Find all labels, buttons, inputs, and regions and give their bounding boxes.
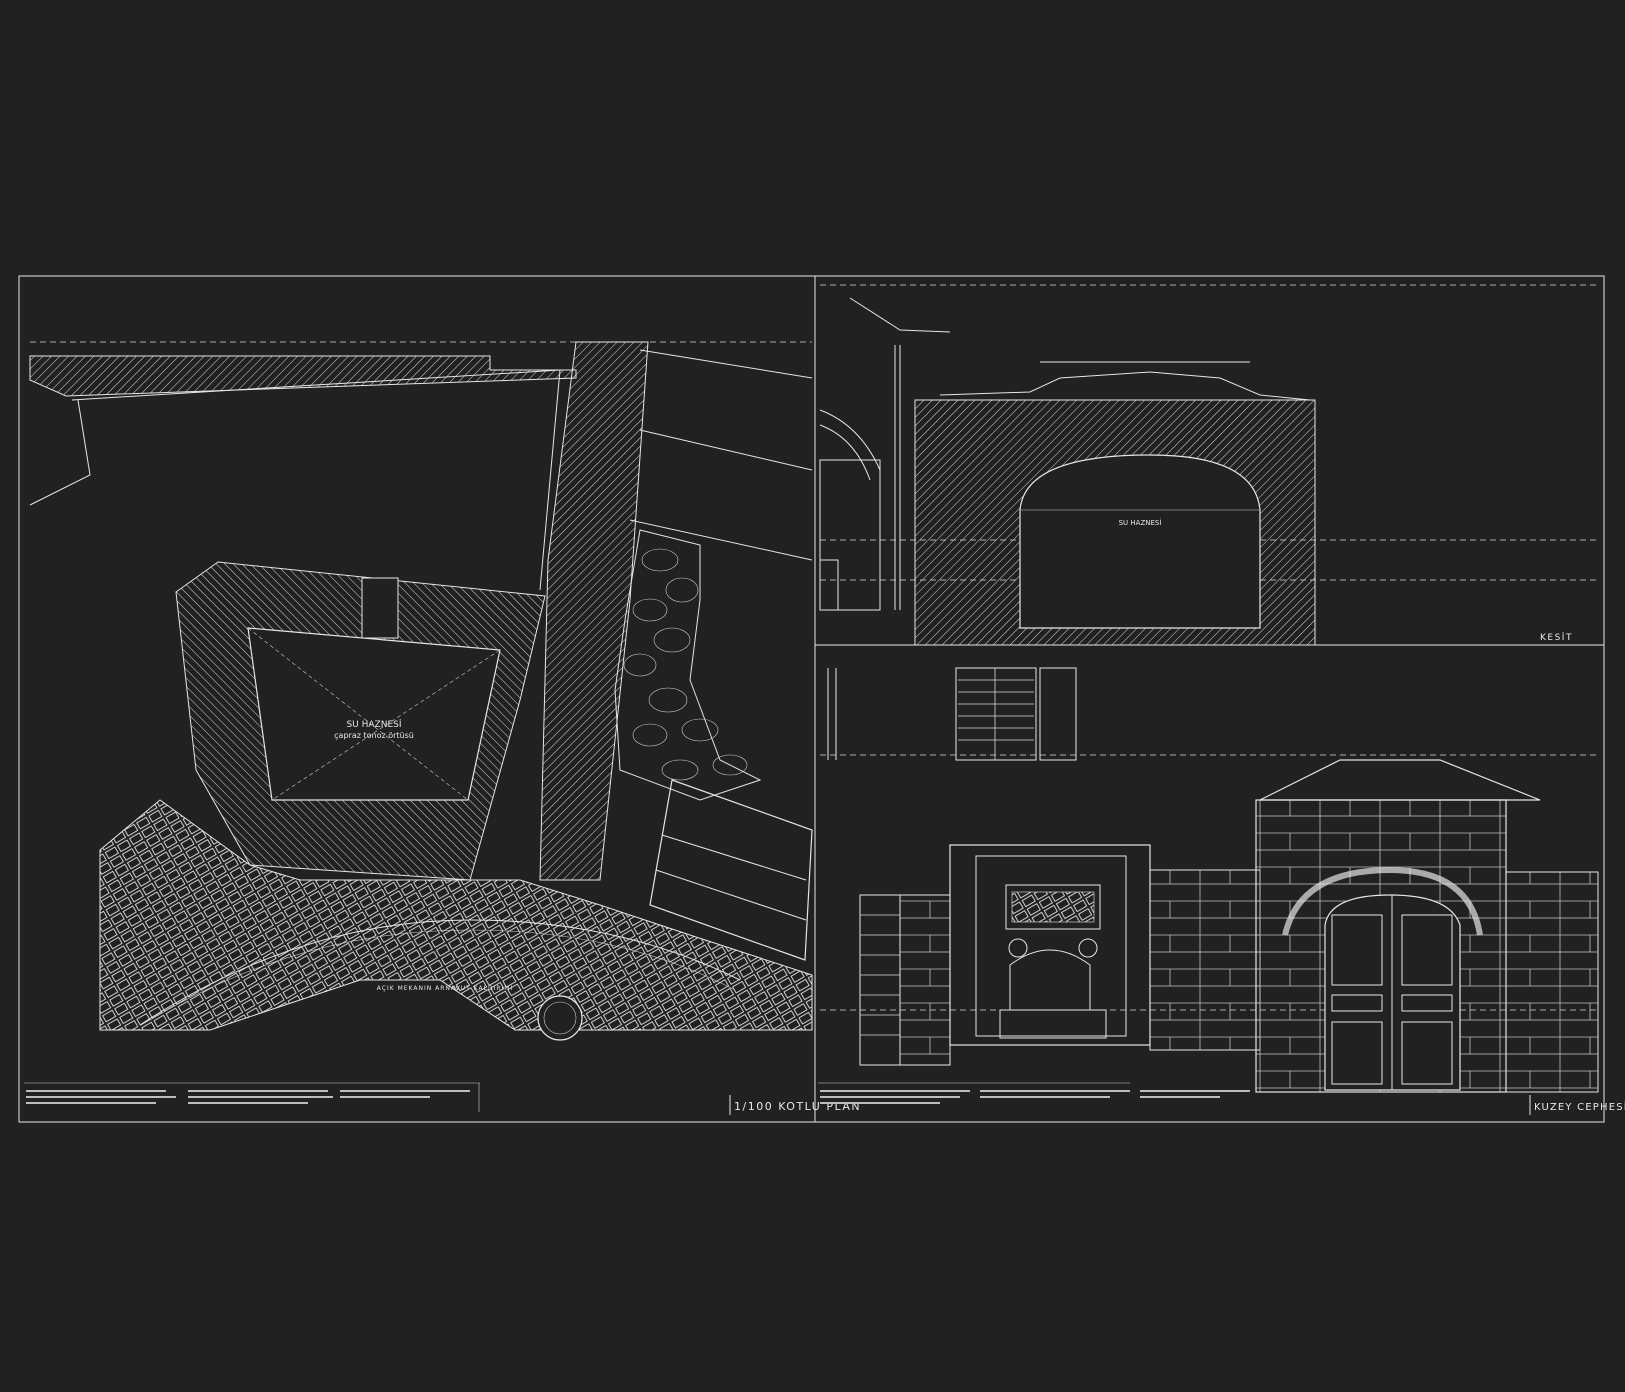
section-title: KESİT [1540, 632, 1573, 643]
rubble-wall [614, 529, 762, 801]
plan-paving-label: AÇIK MEKANIN ARNAVUT KALDIRIMI [377, 985, 513, 992]
plan-view: SU HAZNESİ çapraz tonoz örtüsü AÇIK MEKA… [24, 341, 861, 1115]
section-view: SU HAZNESİ KESİT [819, 284, 1600, 646]
plan-notes [24, 1082, 480, 1112]
facade-title: KUZEY CEPHESİ [1534, 1100, 1625, 1113]
plan-reservoir-label: SU HAZNESİ [346, 719, 401, 730]
plan-title: 1/100 KOTLU PLAN [734, 1100, 861, 1113]
facade-view: KUZEY CEPHESİ [818, 667, 1625, 1115]
facade-notes [818, 1082, 1250, 1104]
section-reservoir-label: SU HAZNESİ [1119, 518, 1162, 527]
plan-reservoir-sub: çapraz tonoz örtüsü [334, 731, 414, 740]
